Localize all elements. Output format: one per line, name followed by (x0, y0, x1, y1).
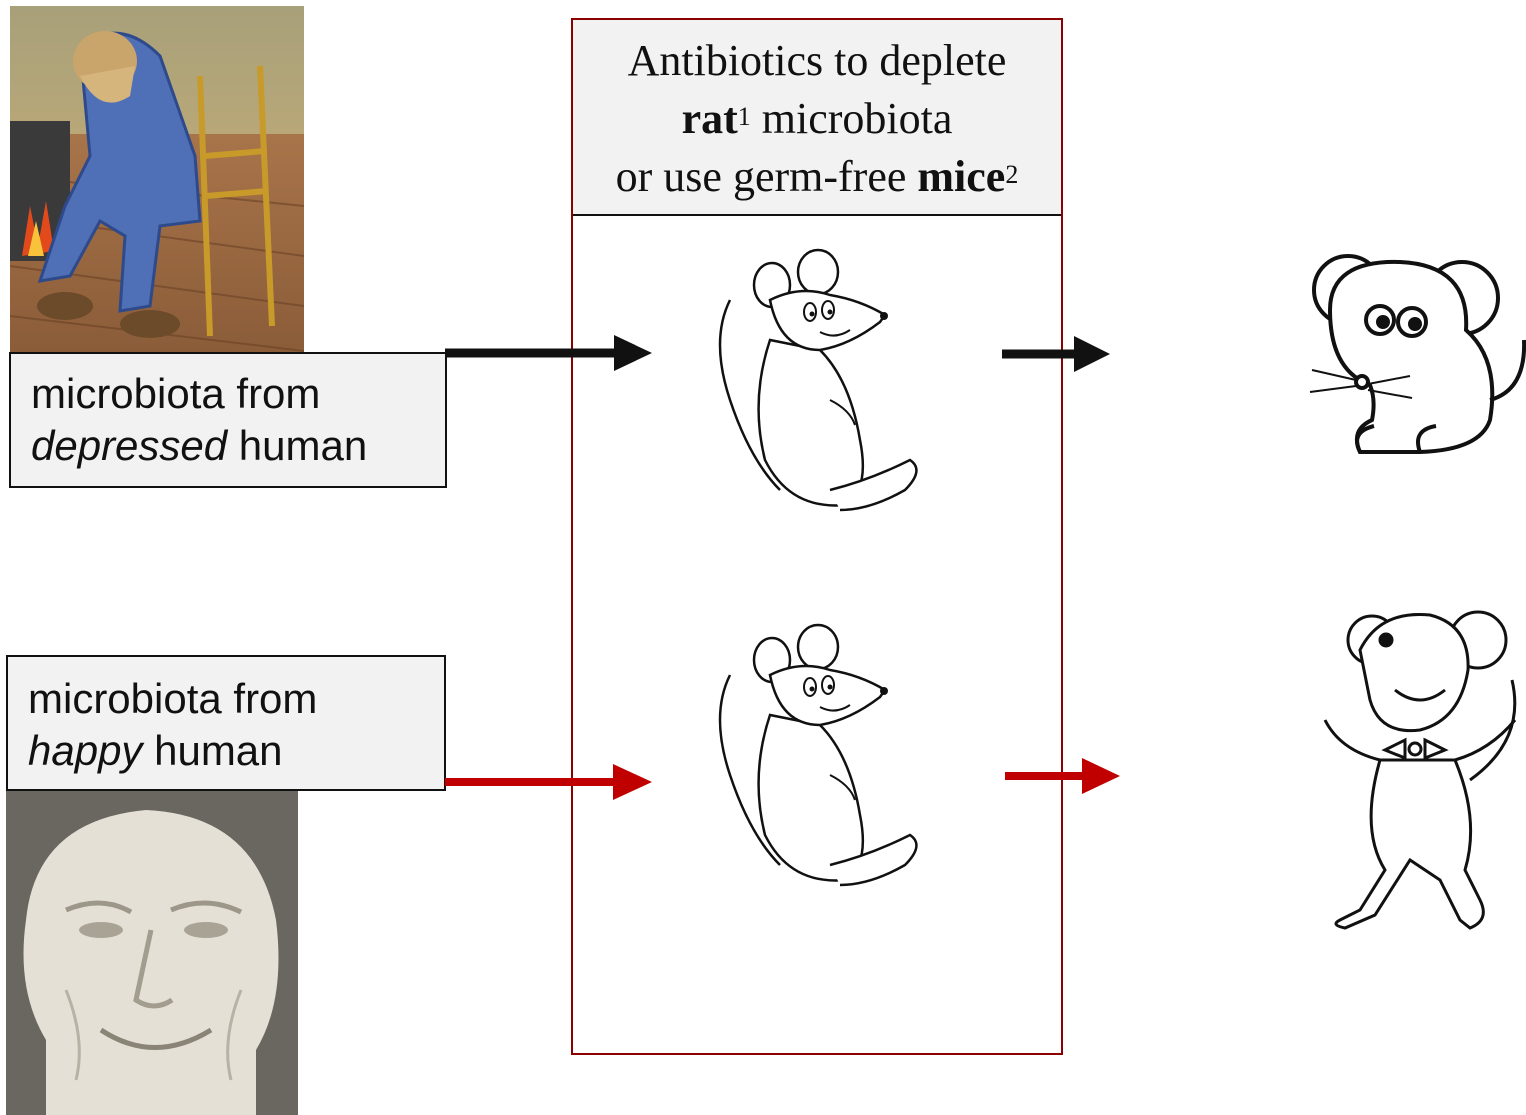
mice-footnote: 2 (1005, 160, 1018, 189)
header-line2-rest: microbiota (751, 94, 953, 143)
depressed-man-painting (10, 6, 304, 356)
depressed-label-line1: microbiota from (31, 368, 427, 420)
rat-footnote: 1 (738, 102, 751, 131)
happy-word: happy (28, 727, 142, 774)
happy-donor-label: microbiota from happy human (6, 655, 446, 791)
header-line1: Antibiotics to deplete (573, 32, 1061, 90)
happy-label-line1: microbiota from (28, 673, 426, 725)
header-line2: rat1 microbiota (573, 90, 1061, 148)
smiling-bust-sculpture (6, 790, 298, 1115)
recipient-box-header: Antibiotics to deplete rat1 microbiota o… (573, 20, 1061, 216)
happy-dancing-mouse-cartoon (1325, 612, 1515, 928)
depressed-donor-label: microbiota from depressed human (9, 352, 447, 488)
depressed-label-rest: human (227, 422, 367, 469)
rat-word: rat (682, 94, 738, 143)
happy-label-rest: human (142, 727, 282, 774)
recipient-animal-box: Antibiotics to deplete rat1 microbiota o… (571, 18, 1063, 1055)
header-line3: or use germ-free mice2 (573, 148, 1061, 206)
header-line3-pre: or use germ-free (616, 152, 918, 201)
depressed-word: depressed (31, 422, 227, 469)
depressed-label-line2: depressed human (31, 420, 427, 472)
neutral-mouse-cartoon (1310, 256, 1524, 452)
happy-label-line2: happy human (28, 725, 426, 777)
mice-word: mice (917, 152, 1005, 201)
